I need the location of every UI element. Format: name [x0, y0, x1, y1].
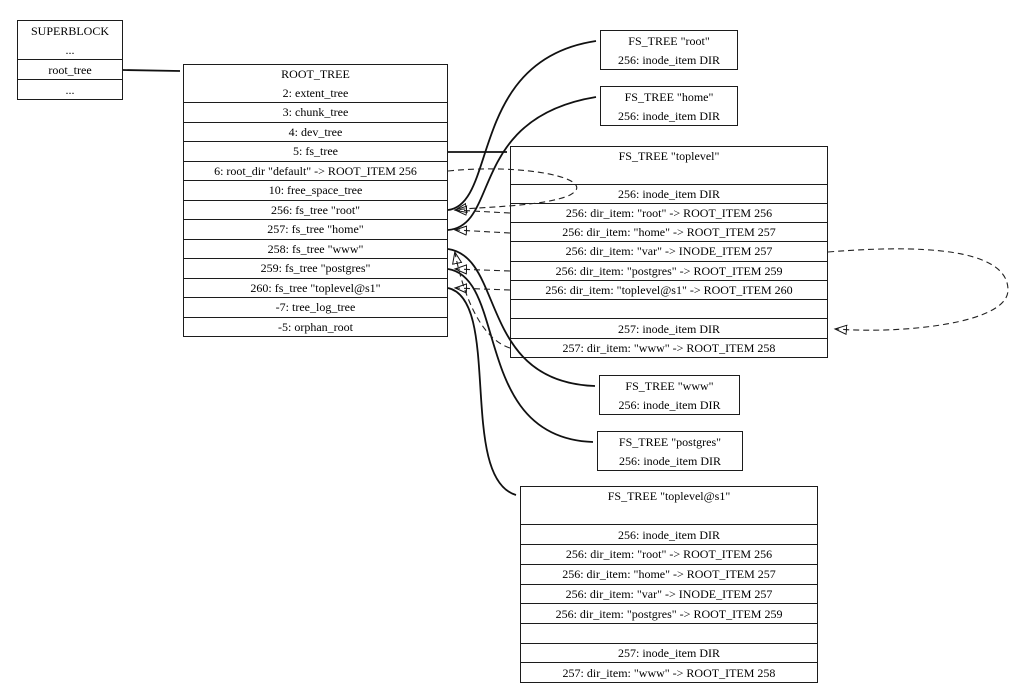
node-title: FS_TREE "postgres"	[618, 434, 722, 449]
record-row: 256: dir_item: "toplevel@s1" -> ROOT_ITE…	[511, 279, 827, 299]
record-row: 10: free_space_tree	[184, 180, 447, 200]
record-row: -7: tree_log_tree	[184, 297, 447, 317]
fs-tree-toplevel-s1-node: FS_TREE "toplevel@s1" 256: inode_item DI…	[520, 486, 818, 683]
edge-diritem-postgres-to-259	[456, 269, 511, 271]
record-row: 257: inode_item DIR	[521, 642, 817, 663]
edge-superblock-to-root-tree	[122, 69, 181, 72]
edge-diritem-var-to-inode-257	[827, 248, 1009, 330]
record-row: 256: dir_item: "postgres" -> ROOT_ITEM 2…	[511, 260, 827, 280]
record-row	[511, 299, 827, 318]
record-row: 256: dir_item: "var" -> INODE_ITEM 257	[521, 583, 817, 604]
record-row: 256: dir_item: "home" -> ROOT_ITEM 257	[511, 222, 827, 241]
record-row: 256: dir_item: "var" -> INODE_ITEM 257	[511, 241, 827, 260]
record-row	[511, 165, 827, 183]
record-row: 257: inode_item DIR	[511, 318, 827, 337]
record-row: root_tree	[18, 59, 122, 79]
record-row	[521, 622, 817, 643]
record-row: 4: dev_tree	[184, 121, 447, 142]
record-row: 259: fs_tree "postgres"	[184, 258, 447, 278]
record-row: 258: fs_tree "www"	[184, 238, 447, 259]
fs-tree-postgres-node: FS_TREE "postgres" 256: inode_item DIR	[597, 431, 743, 471]
edge-diritem-root-to-256	[456, 210, 511, 213]
record-row: 257: fs_tree "home"	[184, 219, 447, 239]
edge-diritem-www-to-258	[455, 253, 511, 349]
record-row: 256: inode_item DIR	[618, 397, 721, 412]
fs-tree-www-node: FS_TREE "www" 256: inode_item DIR	[599, 375, 740, 415]
record-row	[521, 506, 817, 525]
record-row: 256: dir_item: "home" -> ROOT_ITEM 257	[521, 563, 817, 584]
node-title: FS_TREE "www"	[625, 378, 714, 393]
node-title: FS_TREE "root"	[628, 33, 710, 48]
record-row: ...	[65, 42, 75, 57]
record-row: 256: inode_item DIR	[618, 52, 720, 67]
record-row: 2: extent_tree	[282, 85, 349, 100]
fs-tree-root-node: FS_TREE "root" 256: inode_item DIR	[600, 30, 738, 70]
record-row: 256: fs_tree "root"	[184, 199, 447, 220]
node-title: FS_TREE "toplevel@s1"	[607, 489, 731, 504]
record-row: 3: chunk_tree	[184, 102, 447, 122]
node-title: SUPERBLOCK	[30, 23, 110, 38]
record-row: ...	[18, 79, 122, 99]
record-row: 256: dir_item: "root" -> ROOT_ITEM 256	[511, 202, 827, 222]
edge-diritem-toplevel-s1-to-260	[456, 288, 511, 290]
edge-260-to-fs-tree-toplevel-s1	[447, 287, 517, 496]
record-row: -5: orphan_root	[184, 316, 447, 337]
record-row: 257: dir_item: "www" -> ROOT_ITEM 258	[521, 662, 817, 682]
record-row: 6: root_dir "default" -> ROOT_ITEM 256	[184, 160, 447, 181]
record-row: 257: dir_item: "www" -> ROOT_ITEM 258	[511, 337, 827, 357]
record-row: 256: inode_item DIR	[619, 453, 721, 468]
record-row: 256: inode_item DIR	[618, 108, 720, 123]
node-title: ROOT_TREE	[281, 67, 350, 82]
node-title: FS_TREE "home"	[624, 89, 714, 104]
superblock-node: SUPERBLOCK ...root_tree...	[17, 20, 123, 100]
fs-tree-home-node: FS_TREE "home" 256: inode_item DIR	[600, 86, 738, 126]
record-row: 5: fs_tree	[184, 141, 447, 161]
node-title: FS_TREE "toplevel"	[618, 149, 720, 164]
record-row: 256: inode_item DIR	[521, 524, 817, 544]
edge-diritem-home-to-257	[456, 230, 511, 233]
record-row: 260: fs_tree "toplevel@s1"	[184, 277, 447, 298]
record-row: 256: dir_item: "postgres" -> ROOT_ITEM 2…	[521, 603, 817, 623]
record-row: 256: inode_item DIR	[511, 183, 827, 203]
record-row: 256: dir_item: "root" -> ROOT_ITEM 256	[521, 544, 817, 564]
